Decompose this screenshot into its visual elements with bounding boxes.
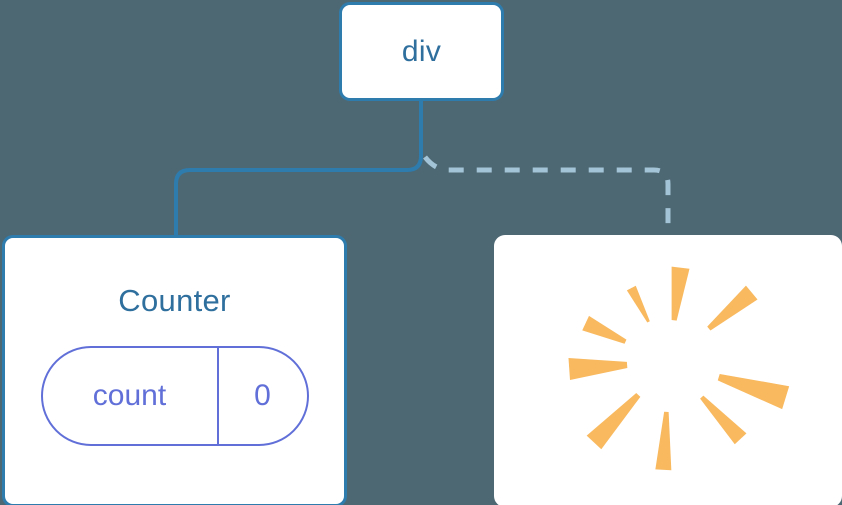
- node-div[interactable]: div: [339, 2, 504, 101]
- ray-w: [568, 358, 628, 380]
- state-pill-key: count: [92, 379, 167, 412]
- sparkle-burst-icon: [568, 266, 790, 471]
- state-pill-count[interactable]: count 0: [40, 346, 309, 446]
- ray-nnw: [626, 285, 650, 323]
- ray-nne: [707, 285, 758, 331]
- ray-e: [717, 373, 790, 410]
- ray-ese: [700, 395, 747, 445]
- node-div-label: div: [401, 34, 442, 68]
- node-counter-label: Counter: [118, 283, 231, 318]
- ray-s: [655, 411, 672, 471]
- state-pill-divider: [216, 348, 219, 444]
- edge-root-to-counter: [174, 100, 423, 237]
- edge-root-to-burst: [423, 155, 671, 237]
- ray-n: [671, 266, 690, 321]
- state-pill-value: 0: [254, 379, 271, 412]
- ray-wsw: [586, 393, 641, 450]
- node-burst[interactable]: [494, 235, 842, 505]
- ray-wnw: [582, 315, 627, 344]
- node-counter[interactable]: Counter count 0: [2, 235, 347, 505]
